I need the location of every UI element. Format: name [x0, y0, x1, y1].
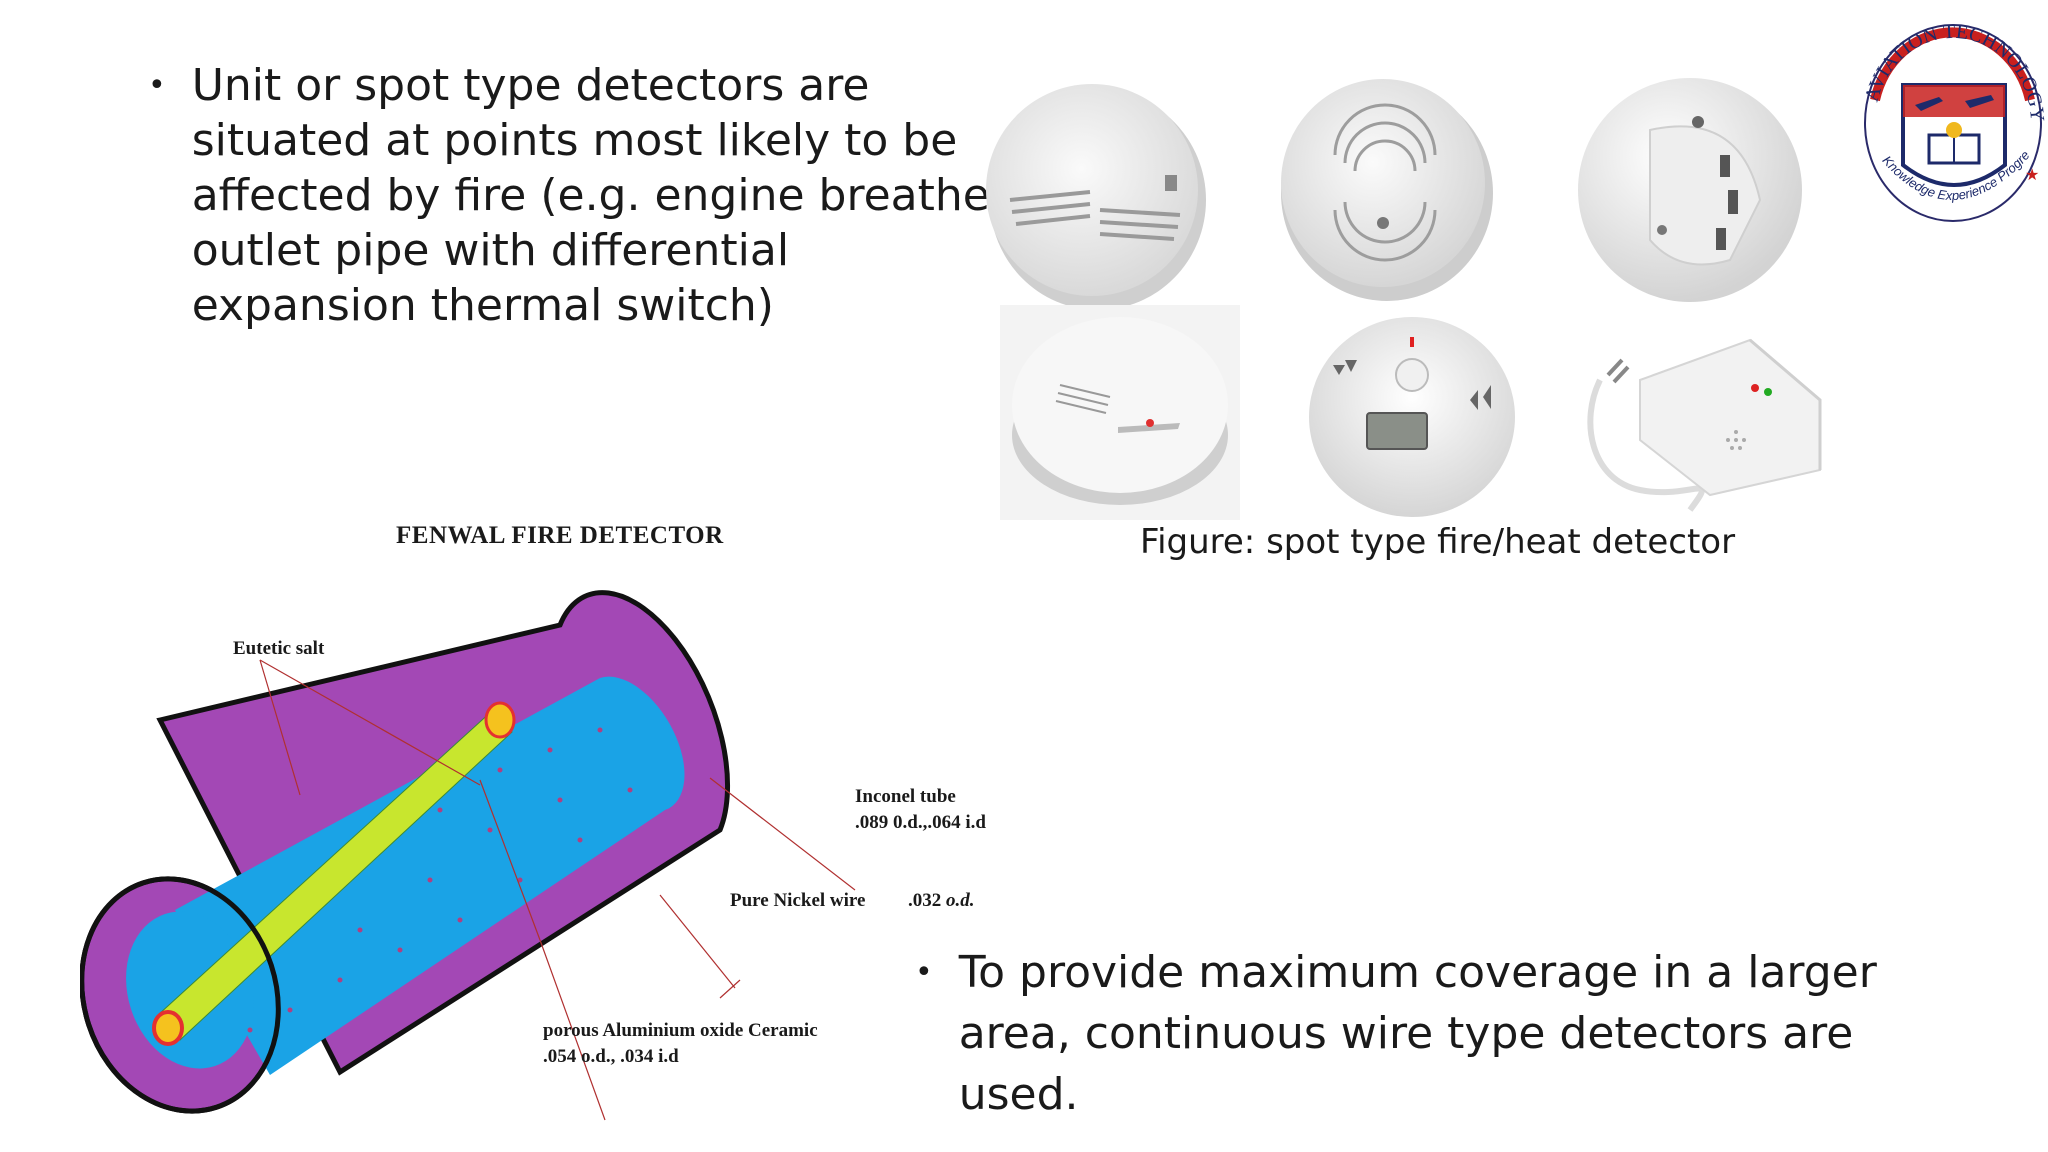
bullet-dot: •	[915, 955, 933, 990]
bullet-text-spot: Unit or spot type detectors are situated…	[192, 58, 1008, 333]
label-eutetic-salt: Eutetic salt	[233, 638, 325, 659]
nickel-wire-end-near	[152, 1010, 184, 1046]
spot-detector-photos	[970, 30, 1832, 520]
bullet-line: Unit or spot type detectors are	[191, 60, 870, 111]
figure-caption: Figure: spot type fire/heat detector	[1140, 522, 1736, 562]
svg-text:★: ★	[2025, 167, 2039, 184]
label-porous-ceramic: porous Aluminium oxide Ceramic .054 o.d.…	[543, 1018, 818, 1070]
nickel-wire-end-far	[484, 701, 516, 739]
bullet-continuous-detectors: • To provide maximum coverage in a large…	[915, 942, 1877, 1125]
bullet-line: outlet pipe with differential	[191, 225, 790, 276]
ceramic-layer	[175, 676, 685, 1075]
bullet-line: situated at points most likely to be	[191, 115, 958, 166]
fenwal-fire-detector-diagram	[80, 590, 856, 1121]
detector-photo-6	[1587, 338, 1822, 512]
label-line: porous Aluminium oxide Ceramic	[543, 1020, 818, 1041]
label-line: Inconel tube	[855, 786, 956, 807]
label-nickel-wire: Pure Nickel wire	[730, 890, 866, 911]
bullet-dot: •	[148, 68, 166, 103]
detector-photo-3	[1578, 78, 1802, 302]
label-nickel-od: .032 o.d.	[908, 888, 975, 914]
label-line: .089 0.d.,.064 i.d	[855, 812, 986, 833]
diagram-title: FENWAL FIRE DETECTOR	[396, 522, 724, 549]
bullet-line: affected by fire (e.g. engine breather	[191, 170, 1008, 221]
label-od-value: .032	[908, 890, 942, 911]
bullet-text-continuous: To provide maximum coverage in a larger …	[959, 942, 1877, 1125]
detector-photo-2	[1281, 79, 1493, 301]
bullet-line: To provide maximum coverage in a larger	[958, 947, 1877, 998]
detector-photo-1	[986, 84, 1206, 310]
tube-front-rim	[80, 876, 281, 1114]
bullet-line: area, continuous wire type detectors are	[958, 1008, 1854, 1059]
leader-lines	[259, 659, 856, 1121]
label-line: .054 o.d., .034 i.d	[543, 1046, 679, 1067]
bullet-spot-detectors: • Unit or spot type detectors are situat…	[148, 58, 1008, 333]
detector-photo-4	[1000, 305, 1240, 520]
bullet-line: expansion thermal switch)	[191, 280, 774, 331]
label-od-unit: o.d.	[946, 890, 975, 911]
detector-photo-5	[1309, 317, 1515, 517]
bullet-line: used.	[958, 1069, 1079, 1120]
label-inconel-tube: Inconel tube .089 0.d.,.064 i.d	[855, 784, 986, 836]
aviation-technology-logo: AVIATION TECHNOLOGY Knowledge Experience…	[1855, 5, 2045, 222]
